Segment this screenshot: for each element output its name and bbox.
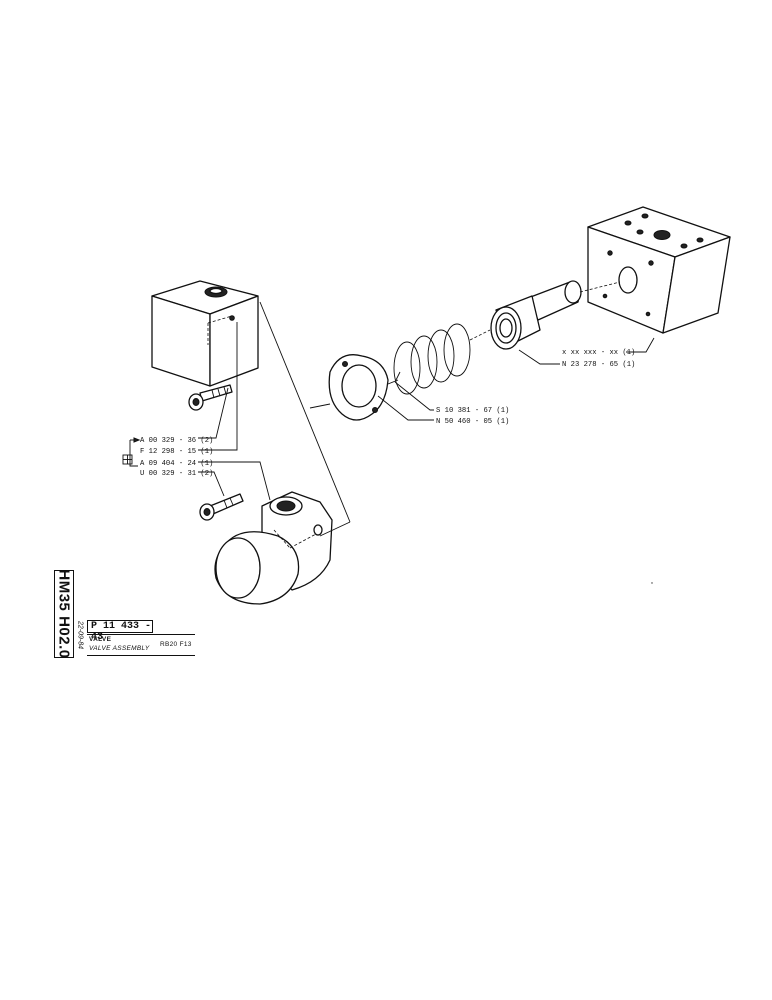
title-divider <box>87 634 195 635</box>
machine-code-box: HM35 H02.0 <box>54 569 74 659</box>
date-code: 22-09-84 <box>76 620 84 650</box>
callout-upper-block: F 12 298 - 15 (1) <box>140 448 213 456</box>
spring <box>393 323 471 395</box>
bolt-upper <box>188 384 233 411</box>
callout-plunger: N 23 278 - 65 (1) <box>562 361 635 369</box>
callout-gasket: N 50 460 - 05 (1) <box>436 418 509 426</box>
callout-cap-housing: A 09 404 - 24 (1) <box>140 460 213 468</box>
callout-leaders <box>122 322 655 501</box>
gasket <box>328 354 389 421</box>
plunger <box>490 280 621 350</box>
part-number: P 11 433 - 43 <box>87 620 153 643</box>
callout-valve-body: x xx xxx - xx (1) <box>562 349 635 357</box>
part-name: VALVE <box>89 636 112 643</box>
valve-body-block <box>587 206 731 334</box>
speck <box>651 582 653 584</box>
cap-housing <box>214 491 333 605</box>
title-bottom-rule <box>87 655 195 656</box>
part-name-english: VALVE ASSEMBLY <box>89 645 150 652</box>
machine-code: HM35 H02.0 <box>55 569 73 659</box>
bolt-lower <box>199 493 244 521</box>
date-code-box: 22-09-84 <box>74 612 86 658</box>
callout-spring: S 10 381 - 67 (1) <box>436 407 509 415</box>
part-code: RB20 F13 <box>160 641 192 648</box>
upper-block <box>151 280 259 387</box>
assembly-lines <box>259 301 491 537</box>
callout-body-bolt: A 00 329 - 36 (2) <box>140 437 213 445</box>
callout-cap-bolt: U 00 329 - 31 (2) <box>140 470 213 478</box>
